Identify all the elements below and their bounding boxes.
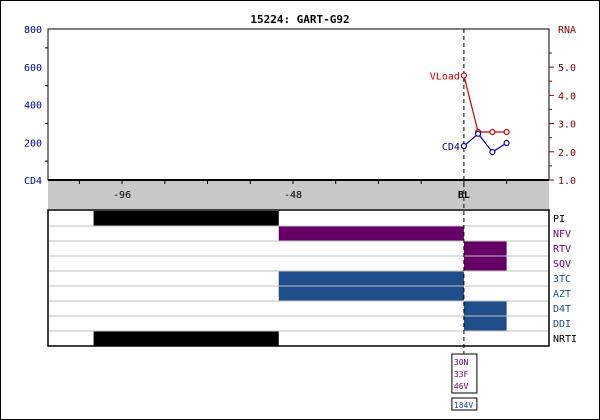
left-tick-label: 600 xyxy=(24,63,42,74)
drug-bar xyxy=(93,331,279,346)
mutation-label: 33F xyxy=(454,370,469,379)
right-tick-label: 4.0 xyxy=(558,91,576,102)
drug-bar xyxy=(463,241,507,256)
plot-area xyxy=(47,28,550,181)
series-label-vload: VLoad xyxy=(430,72,460,83)
x-axis-band xyxy=(48,180,549,209)
protease-mutation-box xyxy=(451,353,478,394)
drug-label: 3TC xyxy=(553,274,571,285)
series-line-cd4 xyxy=(463,132,507,153)
drug-label: D4T xyxy=(553,304,571,315)
data-point-cd4 xyxy=(503,139,510,147)
data-point-vload xyxy=(460,72,467,79)
data-point-cd4 xyxy=(475,130,482,137)
drug-label: NFV xyxy=(553,229,571,240)
drug-label: AZT xyxy=(553,289,571,300)
drug-bar xyxy=(93,211,279,226)
series-label-cd4: CD4 xyxy=(442,142,460,153)
mutation-label: 184V xyxy=(454,401,473,410)
left-tick-label: 200 xyxy=(24,138,42,149)
drug-bar xyxy=(463,316,507,331)
data-point-vload xyxy=(489,128,496,136)
drug-bar xyxy=(463,256,507,271)
x-tick-label: -48 xyxy=(284,190,302,201)
right-tick-label: 5.0 xyxy=(558,63,576,74)
x-tick-label: -96 xyxy=(113,190,131,201)
data-point-cd4 xyxy=(460,142,467,150)
x-tick-label: BL xyxy=(458,190,470,201)
right-tick-label: 2.0 xyxy=(558,148,576,159)
drug-bar xyxy=(278,286,464,301)
drug-label: PI xyxy=(553,214,565,225)
drug-panel xyxy=(47,209,550,347)
mutation-label: 46V xyxy=(454,382,469,391)
series-line-vload xyxy=(463,75,507,133)
right-tick-label: 3.0 xyxy=(558,120,576,131)
drug-label: DDI xyxy=(553,319,571,330)
left-tick-label: 400 xyxy=(24,101,42,112)
mutation-label: 30N xyxy=(454,358,469,367)
drug-label: NRTI xyxy=(553,334,577,345)
chart-title: 15224: GART-G92 xyxy=(250,13,349,26)
left-tick-label: 800 xyxy=(24,25,42,36)
drug-label: RTV xyxy=(553,244,571,255)
data-point-vload xyxy=(503,128,510,136)
drug-bar xyxy=(278,271,464,286)
drug-bar xyxy=(278,226,464,241)
data-point-cd4 xyxy=(489,148,496,156)
rt-mutation-box xyxy=(451,397,478,411)
right-tick-label: 1.0 xyxy=(558,176,576,187)
right-axis-label: RNA xyxy=(558,25,576,36)
left-axis-label: CD4 xyxy=(24,176,42,187)
drug-bar xyxy=(463,301,507,316)
drug-label: SQV xyxy=(553,259,571,270)
